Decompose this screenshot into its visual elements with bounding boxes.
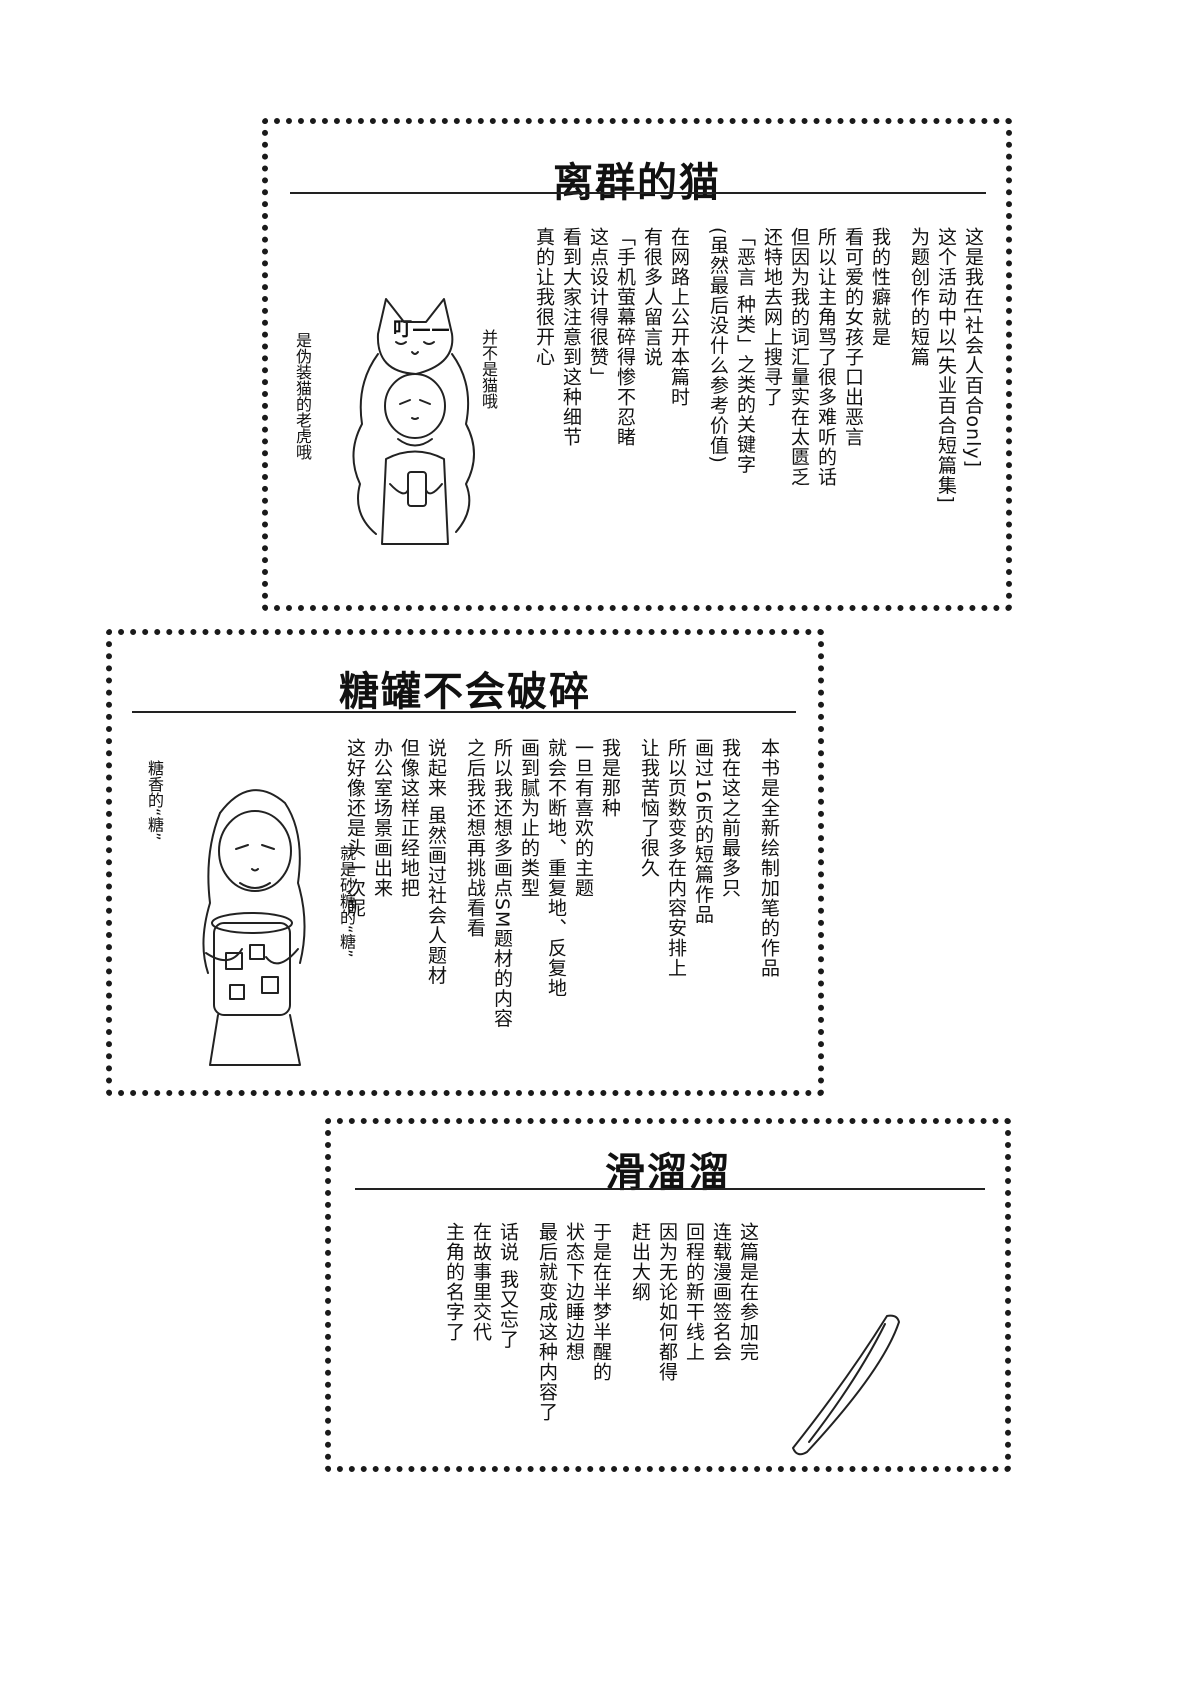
- text-line: 但因为我的词汇量实在太匮乏: [788, 227, 810, 487]
- title-divider: [290, 192, 986, 194]
- text-line: 这好像还是头一次呢: [344, 738, 366, 918]
- text-line: 就会不断地、重复地、反复地: [545, 738, 567, 998]
- text-columns: 本书是全新绘制加笔的作品 我在这之前最多只 画过16页的短篇作品 所以页数变多在…: [341, 738, 782, 1028]
- text-line: 这个活动中以[失业百合短篇集]: [935, 227, 957, 504]
- text-line: 我是那种: [599, 738, 621, 818]
- paragraph: 话说 我又忘了 在故事里交代 主角的名字了: [440, 1222, 521, 1349]
- text-line: 于是在半梦半醒的: [590, 1222, 612, 1382]
- section-box-sugar-jar: 糖罐不会破碎 本书是全新绘制加笔的作品 我在这之前最多只 画过16页的短篇作品 …: [106, 629, 824, 1096]
- text-line: 「手机萤幕碎得惨不忍睹: [614, 227, 636, 447]
- section-box-slippery: 滑溜溜 这篇是在参加完 连载漫画签名会 回程的新干线上 因为无论如何都得 赶出大…: [325, 1118, 1011, 1472]
- section-title: 糖罐不会破碎: [339, 669, 591, 715]
- text-line: 「恶言 种类」之类的关键字: [734, 227, 756, 475]
- text-line: 在故事里交代: [470, 1222, 492, 1342]
- text-line: 话说 我又忘了: [497, 1222, 519, 1350]
- paragraph: 在网路上公开本篇时 有很多人留言说 「手机萤幕碎得惨不忍睹 这点设计得很赞」 看…: [530, 227, 692, 447]
- text-line: 我在这之前最多只: [719, 738, 741, 898]
- text-line: (虽然最后没什么参考价值): [707, 227, 729, 464]
- text-line: 一旦有喜欢的主题: [572, 738, 594, 898]
- side-note-b: 就是砂糖的“糖”: [337, 845, 356, 958]
- text-line: 看可爱的女孩子口出恶言: [842, 227, 864, 447]
- text-line: 所以让主角骂了很多难听的话: [815, 227, 837, 487]
- text-line: 状态下边睡边想: [563, 1222, 585, 1362]
- paragraph: 于是在半梦半醒的 状态下边睡边想 最后就变成这种内容了: [533, 1222, 614, 1422]
- text-columns: 这是我在[社会人百合only] 这个活动中以[失业百合短篇集] 为题创作的短篇 …: [530, 227, 986, 504]
- title-divider: [132, 711, 796, 713]
- paragraph: 我在这之前最多只 画过16页的短篇作品 所以页数变多在内容安排上 让我苦恼了很久: [635, 738, 743, 978]
- section-box-stray-cat: 离群的猫 这是我在[社会人百合only] 这个活动中以[失业百合短篇集] 为题创…: [262, 118, 1012, 611]
- text-line: 但像这样正经地把: [398, 738, 420, 898]
- text-line: 在网路上公开本篇时: [668, 227, 690, 407]
- text-line: 因为无论如何都得: [656, 1222, 678, 1382]
- text-line: 我的性癖就是: [869, 227, 891, 347]
- section-title: 离群的猫: [553, 160, 721, 206]
- text-line: 画过16页的短篇作品: [692, 738, 714, 925]
- paragraph: 我的性癖就是 看可爱的女孩子口出恶言 所以让主角骂了很多难听的话 但因为我的词汇…: [704, 227, 893, 487]
- text-line: 连载漫画签名会: [710, 1222, 732, 1362]
- text-line: 有很多人留言说: [641, 227, 663, 367]
- paragraph: 说起来 虽然画过社会人题材 但像这样正经地把 办公室场景画出来 这好像还是头一次…: [341, 738, 449, 985]
- paragraph: 我是那种 一旦有喜欢的主题 就会不断地、重复地、反复地 画到腻为止的类型 所以我…: [461, 738, 623, 1028]
- text-line: 赶出大纲: [629, 1222, 651, 1302]
- text-line: 真的让我很开心: [533, 227, 555, 367]
- text-line: 办公室场景画出来: [371, 738, 393, 898]
- side-note-left: 是伪装猫的老虎哦: [293, 332, 312, 460]
- text-line: 所以我还想多画点SM题材的内容: [491, 738, 513, 1029]
- text-line: 画到腻为止的类型: [518, 738, 540, 898]
- text-line: 这点设计得很赞」: [587, 227, 609, 387]
- text-line: 之后我还想再挑战看看: [464, 738, 486, 938]
- tongs-illustration: [792, 1314, 900, 1456]
- text-line: 这是我在[社会人百合only]: [962, 227, 984, 469]
- text-line: 主角的名字了: [443, 1222, 465, 1342]
- side-note-a: 糖香的“糖”: [145, 760, 164, 841]
- text-line: 这篇是在参加完: [737, 1222, 759, 1362]
- text-line: 为题创作的短篇: [908, 227, 930, 367]
- paragraph: 这篇是在参加完 连载漫画签名会 回程的新干线上 因为无论如何都得 赶出大纲: [626, 1222, 761, 1382]
- text-line: 回程的新干线上: [683, 1222, 705, 1362]
- text-line: 还特地去网上搜寻了: [761, 227, 783, 407]
- side-note-right: 并不是猫哦: [479, 329, 498, 409]
- paragraph: 本书是全新绘制加笔的作品: [755, 738, 782, 978]
- text-line: 看到大家注意到这种细节: [560, 227, 582, 447]
- text-line: 说起来 虽然画过社会人题材: [425, 738, 447, 986]
- paragraph: 这是我在[社会人百合only] 这个活动中以[失业百合短篇集] 为题创作的短篇: [905, 227, 986, 504]
- girl-with-sugar-jar-illustration: [202, 789, 306, 1066]
- title-divider: [355, 1188, 985, 1190]
- text-columns: 这篇是在参加完 连载漫画签名会 回程的新干线上 因为无论如何都得 赶出大纲 于是…: [440, 1222, 761, 1422]
- text-line: 让我苦恼了很久: [638, 738, 660, 878]
- cat-hood-girl-illustration: [352, 298, 475, 545]
- text-line: 最后就变成这种内容了: [536, 1222, 558, 1422]
- text-line: 本书是全新绘制加笔的作品: [758, 738, 780, 978]
- text-line: 所以页数变多在内容安排上: [665, 738, 687, 978]
- sound-effect-text: 叮——: [393, 318, 451, 340]
